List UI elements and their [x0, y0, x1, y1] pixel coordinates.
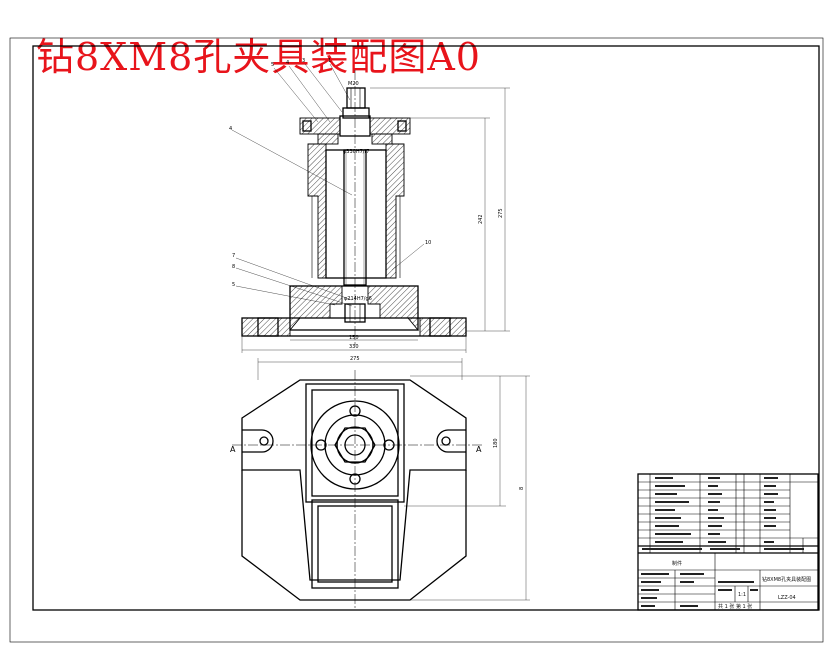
- leader-label-4: 1: [328, 58, 331, 64]
- leader-label-6: 7: [232, 253, 235, 259]
- dim-base-width: 330: [349, 344, 359, 350]
- leader-label-9: 10: [425, 240, 431, 246]
- drawing-name: 钻8XM8孔夹具装配图: [762, 576, 811, 583]
- vertical-dimensions: 275 242: [370, 87, 510, 332]
- dim-plan-height-inner: 180: [493, 438, 499, 448]
- plan-view: 275 A: [230, 356, 530, 608]
- dim-bore: φ330H7/f7: [343, 149, 369, 155]
- leader-label-3: 3: [302, 58, 305, 64]
- work-piece: [343, 149, 367, 286]
- parts-list: [638, 474, 818, 554]
- drawing-title: 钻8XM8孔夹具装配图A0: [36, 35, 481, 79]
- drawing-number: LZZ-04: [778, 595, 796, 601]
- base-body: [289, 285, 343, 332]
- front-view: φ330H7/f7 φ214H7/g6 M20 5 4 3 1 4 7: [229, 58, 510, 353]
- dim-total-height: 275: [498, 208, 504, 218]
- leader-label-1: 5: [271, 62, 274, 68]
- scale-value: 1:1: [738, 592, 746, 598]
- dim-plan-width: 275: [350, 356, 360, 362]
- dim-inner-height: 242: [478, 214, 484, 224]
- sheet-count: 共 1 张 第 1 张: [718, 603, 752, 610]
- section-label-left: A: [230, 445, 236, 454]
- outer-frame: [9, 37, 824, 643]
- horizontal-dimensions: 150 330: [241, 335, 467, 353]
- plan-outer-circle: [310, 400, 400, 490]
- leader-label-5: 4: [229, 126, 232, 132]
- designer-cell: 制件: [672, 560, 682, 567]
- dim-bottom-bore: φ214H7/g6: [344, 296, 372, 302]
- leader-label-7: 8: [232, 264, 235, 270]
- dim-base-inner: 150: [349, 335, 359, 341]
- leader-label-8: 5: [232, 282, 235, 288]
- dim-top-nut: M20: [348, 81, 359, 87]
- inner-frame: [32, 45, 820, 611]
- dim-plan-height: 8: [519, 487, 525, 490]
- top-nut: [346, 87, 366, 109]
- section-label-right: A: [476, 445, 482, 454]
- part-leaders: 5 4 3 1 4 7 8 5 10: [229, 58, 431, 307]
- plan-base-outline: [241, 379, 467, 581]
- leader-label-2: 4: [286, 60, 289, 66]
- title-block: 制件 钻8XM8孔夹具装配图 LZZ-04 1:1 共 1 张 第 1 张: [637, 473, 819, 611]
